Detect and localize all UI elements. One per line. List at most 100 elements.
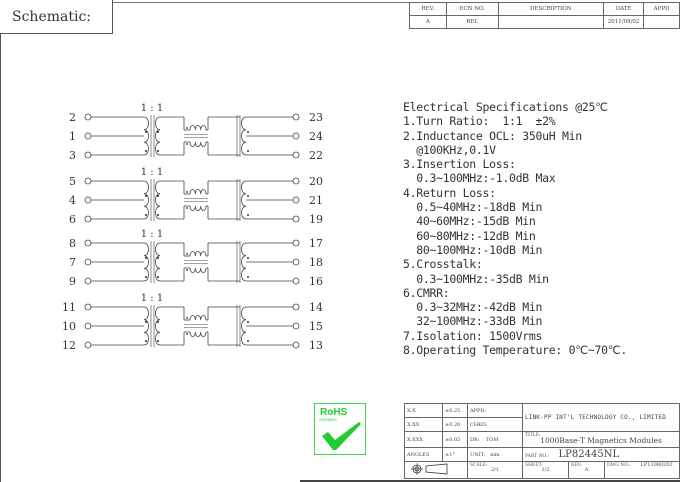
appd-label: APPD: xyxy=(470,407,487,414)
dwg-field: DWG NO.:LP11080202 xyxy=(604,461,680,479)
part-field: PART NO.: LP82445NL xyxy=(522,447,680,462)
pin-label-right: 16 xyxy=(309,275,323,288)
pin-terminal xyxy=(84,258,92,266)
pin-terminal xyxy=(292,258,300,266)
sheet-value: 1/2 xyxy=(541,467,550,473)
pin-terminal xyxy=(84,113,92,121)
spec-line: 0.3~32MHz:-42dB Min xyxy=(403,300,543,315)
title-field: TITLE: 1000Base-T Magnetics Modules xyxy=(522,431,680,448)
pin-label-left: 7 xyxy=(69,256,76,269)
tol-label-1: X:XX xyxy=(404,417,443,432)
revision-header-row: REV. ECN NO. DESCRIPTION DATE APPD xyxy=(409,2,680,16)
appd-header: APPD xyxy=(643,2,680,16)
dr-value: TOM xyxy=(485,436,499,443)
rev-label: REV: xyxy=(571,463,582,468)
pin-label-left: 10 xyxy=(62,320,76,333)
pin-terminal xyxy=(292,239,300,247)
pin-label-left: 5 xyxy=(69,175,76,188)
tol-label-3: ANGLES xyxy=(404,447,443,462)
spec-line: 6.CMRR: xyxy=(403,285,450,300)
pin-label-right: 23 xyxy=(309,111,323,124)
dr-field: DR: TOM xyxy=(467,431,523,448)
ecn-header: ECN NO. xyxy=(445,2,499,16)
pin-label-right: 14 xyxy=(309,301,323,314)
chkd-label: CHKD: xyxy=(470,421,488,428)
rohs-subtitle: 2002/95/EC xyxy=(319,418,338,422)
pin-terminal xyxy=(292,303,300,311)
pin-terminal xyxy=(292,277,300,285)
turn-ratio-label: 1 : 1 xyxy=(141,293,163,304)
spec-line: 2.Inductance OCL: 350uH Min xyxy=(403,128,582,143)
pin-terminal xyxy=(292,151,300,159)
spec-line: 8.Operating Temperature: 0℃~70℃. xyxy=(403,343,627,358)
pin-label-right: 15 xyxy=(309,320,323,333)
pin-label-left: 8 xyxy=(69,237,76,250)
pin-terminal xyxy=(84,341,92,349)
schematic-header-box xyxy=(0,0,113,34)
pin-terminal xyxy=(84,215,92,223)
spec-line: 7.Isolation: 1500Vrms xyxy=(403,328,543,343)
turn-ratio-label: 1 : 1 xyxy=(141,103,163,114)
rev-cell: A xyxy=(409,15,447,29)
pin-terminal xyxy=(84,322,92,330)
dwg-label: DWG NO.: xyxy=(607,463,631,468)
spec-line: 0.3~100MHz:-1.0dB Max xyxy=(403,171,556,186)
scale-label: SCALE: xyxy=(470,463,488,468)
sheet-label: SHEET: xyxy=(525,463,543,468)
tol-value-0: ±0.25 xyxy=(442,403,468,418)
turn-ratio-label: 1 : 1 xyxy=(141,167,163,178)
rev-header: REV. xyxy=(409,2,447,16)
pin-terminal xyxy=(292,113,300,121)
ecn-cell: REL xyxy=(445,15,499,29)
company-name: LINK-PP INT'L TECHNOLOGY CO., LIMITED xyxy=(522,403,680,432)
rohs-badge: RoHS 2002/95/EC xyxy=(314,403,366,455)
rev-field: REV:A xyxy=(568,461,605,479)
pin-terminal xyxy=(292,196,300,204)
description-cell xyxy=(497,15,605,29)
pin-label-left: 12 xyxy=(62,339,76,352)
tol-value-2: ±0.05 xyxy=(442,431,468,448)
part-label: PART NO.: xyxy=(525,454,549,459)
bottom-border-line xyxy=(300,480,680,482)
page-title: Schematic: xyxy=(12,9,92,25)
pin-label-left: 9 xyxy=(69,275,76,288)
projection-symbol xyxy=(404,461,468,479)
spec-line: 5.Crosstalk: xyxy=(403,257,483,272)
spec-line: 0.3~100MHz:-35dB Min xyxy=(403,271,549,286)
pin-terminal xyxy=(292,341,300,349)
description-header: DESCRIPTION xyxy=(497,2,605,16)
spec-line: @100KHz,0.1V xyxy=(403,142,496,157)
rohs-title: RoHS xyxy=(320,407,348,418)
spec-line: Electrical Specifications @25℃ xyxy=(403,100,608,114)
pin-terminal xyxy=(84,132,92,140)
revision-row: A REL 2011/08/02 xyxy=(409,15,680,29)
pin-terminal xyxy=(84,277,92,285)
tol-label-0: X:X xyxy=(404,403,443,418)
scale-field: SCALE:2/1 xyxy=(467,461,523,479)
unit-value: mm xyxy=(490,451,500,458)
pin-label-left: 6 xyxy=(69,213,76,226)
spec-line: 4.Return Loss: xyxy=(403,185,496,200)
date-header: DATE xyxy=(603,2,645,16)
unit-field: UNIT: mm xyxy=(467,447,523,462)
title-block: X:X ±0.25 APPD: LINK-PP INT'L TECHNOLOGY… xyxy=(404,403,680,479)
appd-field: APPD: xyxy=(467,403,523,418)
spec-line: 80~100MHz:-10dB Min xyxy=(403,242,543,257)
spec-line: 3.Insertion Loss: xyxy=(403,157,516,172)
pin-label-left: 2 xyxy=(69,111,76,124)
checkmark-icon xyxy=(322,422,361,450)
appd-cell xyxy=(643,15,680,29)
dr-label: DR: xyxy=(470,436,480,443)
title-label: TITLE: xyxy=(525,433,541,438)
left-border-line xyxy=(0,34,1,482)
pin-terminal xyxy=(292,215,300,223)
spec-line: 1.Turn Ratio: 1:1 ±2% xyxy=(403,114,556,129)
spec-line: 60~80MHz:-12dB Min xyxy=(403,228,536,243)
tol-value-3: ±1° xyxy=(442,447,468,462)
pin-label-left: 3 xyxy=(69,149,76,162)
pin-label-right: 17 xyxy=(309,237,323,250)
